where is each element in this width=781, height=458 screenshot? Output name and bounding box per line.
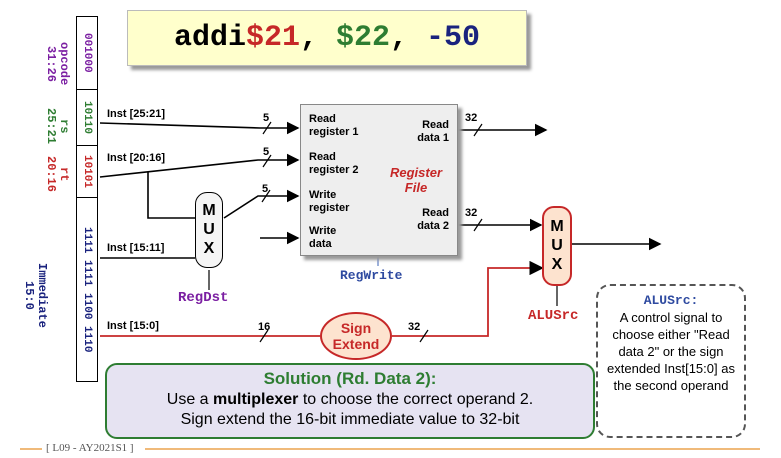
wire-write-reg xyxy=(223,189,300,219)
wire-read-reg2 xyxy=(99,153,300,178)
read-reg2-port: Read register 2 xyxy=(309,151,359,176)
inst-15-11-label: Inst [15:11] xyxy=(107,242,165,254)
inst-25-21-label: Inst [25:21] xyxy=(107,108,166,120)
regwrite-signal: RegWrite xyxy=(340,268,403,283)
title-rs: $22 xyxy=(336,21,391,55)
solution-line1: Use a multiplexer to choose the correct … xyxy=(166,391,534,408)
width-5-b: 5 xyxy=(263,146,270,158)
alusrc-note: ALUSrc: A control signal to choose eithe… xyxy=(596,284,746,438)
write-data-port: Write data xyxy=(309,225,337,250)
rs-bits: 10110 xyxy=(76,90,98,146)
title-mnemonic: addi xyxy=(173,21,246,55)
alusrc-signal: ALUSrc xyxy=(528,308,579,324)
inst-15-0-label: Inst [15:0] xyxy=(107,320,159,332)
register-file: Read register 1 Read register 2 Write re… xyxy=(300,104,458,256)
instruction-title: addi $21, $22, -50 xyxy=(127,10,527,66)
title-rt: $21 xyxy=(245,21,300,55)
width-16: 16 xyxy=(258,321,271,333)
read-data1-port: Read data 1 xyxy=(417,119,449,144)
rt-bits: 10101 xyxy=(76,146,98,198)
write-reg-port: Write register xyxy=(309,189,350,214)
width-32-b: 32 xyxy=(465,207,478,219)
solution-title: Solution (Rd. Data 2): xyxy=(263,369,437,388)
note-title: ALUSrc: xyxy=(643,293,699,308)
wire-imm32 xyxy=(392,260,544,337)
regdst-mux: M U X xyxy=(195,192,223,268)
width-32-c: 32 xyxy=(408,321,421,333)
inst-20-16-label: Inst [20:16] xyxy=(107,152,166,164)
read-data2-port: Read data 2 xyxy=(417,207,449,232)
note-body: A control signal to choose either "Read … xyxy=(607,310,735,393)
width-5-a: 5 xyxy=(263,112,270,124)
imm-bits: 1111 1111 1100 1110 xyxy=(76,198,98,382)
footer-label: [ L09 - AY2021S1 ] xyxy=(46,442,134,454)
sign-extend-unit: Sign Extend xyxy=(320,312,392,360)
solution-line2: Sign extend the 16-bit immediate value t… xyxy=(180,411,520,428)
width-32-a: 32 xyxy=(465,112,478,124)
solution-box: Solution (Rd. Data 2): Use a multiplexer… xyxy=(105,363,595,439)
wire-rt-to-mux xyxy=(147,172,195,219)
regdst-signal: RegDst xyxy=(178,290,229,306)
width-5-c: 5 xyxy=(262,183,269,195)
title-imm: -50 xyxy=(426,21,481,55)
alusrc-mux: M U X xyxy=(542,206,572,286)
opcode-bits: 001000 xyxy=(76,16,98,90)
read-reg1-port: Read register 1 xyxy=(309,113,359,138)
wire-read-reg1 xyxy=(99,121,300,135)
register-file-name: Register File xyxy=(389,165,443,195)
